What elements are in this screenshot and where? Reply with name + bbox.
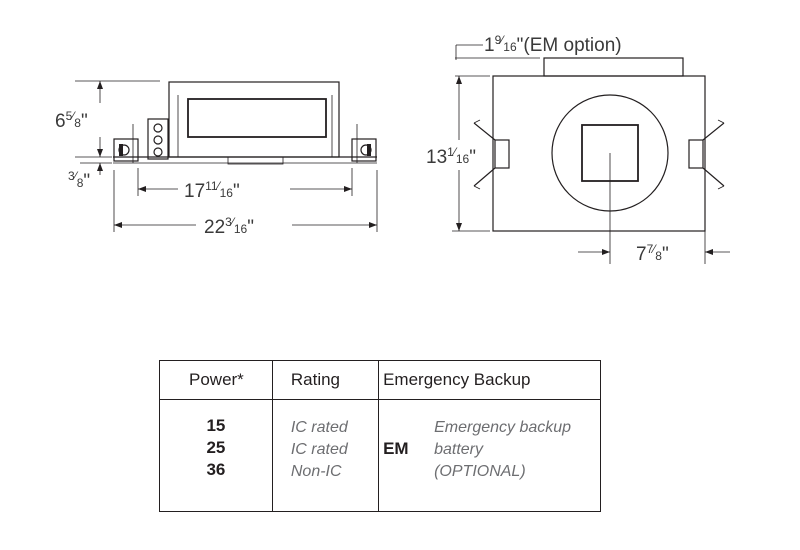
ordering-spec-table: Power* Rating Emergency Backup 15 25 36 … (159, 360, 601, 512)
right-bracket (351, 124, 377, 163)
header-emergency-backup: Emergency Backup (378, 360, 601, 400)
em-description-line: Emergency backup (434, 419, 572, 436)
left-bracket (113, 124, 139, 163)
right-mounting-clip (688, 119, 725, 190)
power-value: 25 (206, 438, 226, 457)
em-code: EM (383, 439, 409, 458)
side-elevation-view: 65⁄8" 3⁄8" 1711⁄16" 223⁄16" (55, 80, 378, 238)
housing-width-label: 1711⁄16" (184, 179, 240, 202)
header-power: Power* (159, 360, 273, 400)
overall-width-label: 223⁄16" (204, 215, 254, 238)
housing-window (187, 98, 327, 138)
plan-depth-label: 131⁄16" (426, 145, 476, 168)
em-description-line: (OPTIONAL) (434, 463, 526, 480)
flange-dimension-label: 3⁄8" (68, 169, 90, 192)
table-body-row: 15 25 36 IC rated IC rated Non-IC EM Eme… (159, 399, 601, 512)
plan-frame (492, 75, 706, 232)
em-option-box (543, 57, 684, 77)
junction-knockouts (147, 118, 169, 160)
emergency-values-cell: EM Emergency backup battery (OPTIONAL) (378, 399, 601, 512)
rating-value: IC rated (290, 419, 348, 436)
header-rating: Rating (271, 360, 379, 400)
power-value: 36 (206, 460, 226, 479)
power-value: 15 (206, 416, 226, 435)
rating-values-cell: IC rated IC rated Non-IC (271, 399, 379, 512)
table-header-row: Power* Rating Emergency Backup (159, 360, 601, 400)
height-dimension-label: 65⁄8" (55, 109, 88, 132)
plan-view: 19⁄16"(EM option) 131⁄16" 77⁄8" (426, 33, 730, 265)
power-values-cell: 15 25 36 (159, 399, 273, 512)
rating-value: IC rated (290, 441, 348, 458)
aperture-dimension-label: 77⁄8" (636, 242, 669, 265)
em-description-line: battery (434, 441, 484, 458)
em-option-dimension-label: 19⁄16"(EM option) (484, 33, 622, 56)
rating-value: Non-IC (290, 463, 342, 480)
left-mounting-clip (473, 119, 510, 190)
housing-box (168, 81, 340, 158)
